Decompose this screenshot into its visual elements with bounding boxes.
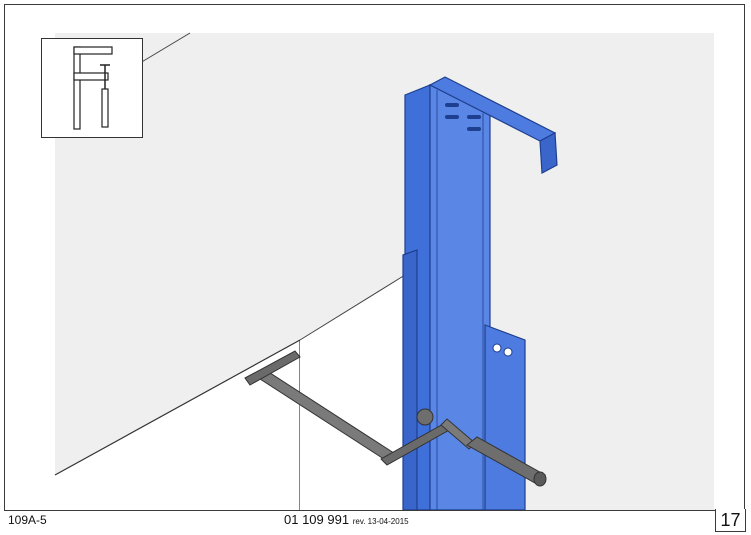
niche-side: [55, 340, 300, 510]
section-code: 109A-5: [8, 513, 47, 527]
frame-slot: [445, 115, 459, 119]
document-number: 01 109 991 rev. 13-04-2015: [284, 512, 409, 527]
installation-illustration: [54, 32, 714, 510]
frame-slot: [467, 127, 481, 131]
page-number: 17: [715, 509, 746, 532]
page-frame: [4, 4, 745, 511]
frame-top-rail-lip: [539, 132, 558, 174]
clamp-handle-end: [533, 471, 547, 487]
frame-hole: [503, 347, 513, 357]
frame-lower-bracket: [402, 249, 418, 510]
bar-clamp: [244, 350, 547, 487]
clamp-fixed-jaw: [244, 350, 301, 386]
niche-edge-back: [299, 274, 406, 341]
niche-edge-top: [54, 339, 301, 476]
clamp-icon: [73, 46, 113, 130]
clamp-pad: [416, 408, 434, 426]
revision-text: rev. 13-04-2015: [352, 517, 409, 526]
frame-slot: [467, 115, 481, 119]
doc-number-text: 01 109 991: [284, 512, 350, 527]
frame-slot: [445, 103, 459, 107]
wall-corner-line: [139, 32, 191, 64]
frame-hole: [492, 343, 502, 353]
tool-required-box: [41, 38, 143, 138]
